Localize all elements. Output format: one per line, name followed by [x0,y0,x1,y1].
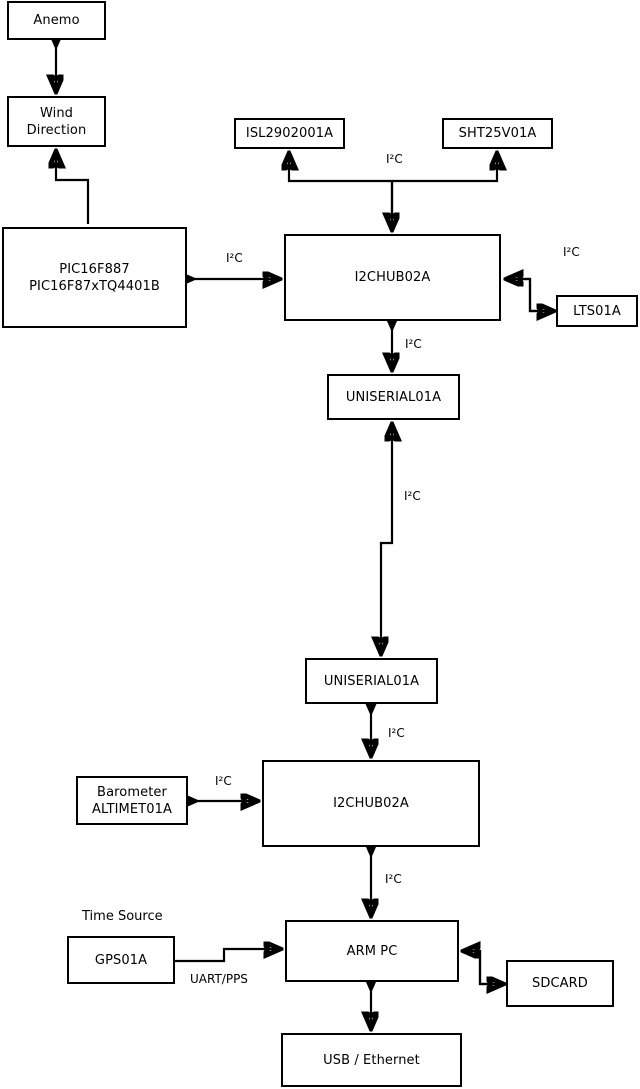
node-wind-direction-label: Wind Direction [26,105,87,138]
node-i2chub02a-bottom-label: I2CHUB02A [333,796,409,811]
edge-label-i2c-hub-uniserial: I²C [405,337,422,351]
node-barometer-label: Barometer ALTIMET01A [92,784,172,817]
node-lts01a[interactable]: LTS01A [556,295,638,327]
edge-label-uart-pps: UART/PPS [190,972,248,986]
node-usb-ethernet-label: USB / Ethernet [323,1052,420,1068]
edge-label-i2c-hub2-armpc: I²C [385,872,402,886]
edge-label-i2c-uniserial-hub2: I²C [388,726,405,740]
connector-pic-wind [56,152,90,224]
node-uniserial01a-bottom[interactable]: UNISERIAL01A [305,658,438,704]
node-i2chub02a-top-label: I2CHUB02A [354,270,431,285]
node-pic-mcu-label: PIC16F887 PIC16F87xTQ4401B [29,261,160,294]
node-uniserial01a-top-label: UNISERIAL01A [345,389,442,405]
node-uniserial01a-bottom-label: UNISERIAL01A [323,673,420,689]
connector-uniserial-link-up [379,425,392,545]
edge-label-i2c-pic-hub: I²C [226,251,243,265]
node-arm-pc-label: ARM PC [346,943,398,959]
node-i2chub02a-bottom[interactable]: I2CHUB02A [262,760,480,847]
node-uniserial01a-top[interactable]: UNISERIAL01A [327,374,460,420]
node-usb-ethernet[interactable]: USB / Ethernet [281,1033,462,1087]
node-sdcard-label: SDCARD [532,976,588,991]
connector-bus-sht [392,154,497,183]
node-gps01a[interactable]: GPS01A [67,936,175,984]
node-wind-direction[interactable]: Wind Direction [7,96,106,147]
connector-gps-armpc [175,949,280,963]
edge-label-i2c-uniserial-link: I²C [404,489,421,503]
node-arm-pc[interactable]: ARM PC [285,920,459,982]
node-pic-mcu[interactable]: PIC16F887 PIC16F87xTQ4401B [2,227,187,328]
node-i2chub02a-top[interactable]: I2CHUB02A [284,234,501,321]
connector-lts-hubtop [507,277,553,311]
node-isl2902001a[interactable]: ISL2902001A [234,118,345,149]
edge-label-i2c-hub-sensors: I²C [386,152,403,166]
node-sht25v01a-label: SHT25V01A [458,126,537,141]
label-time-source: Time Source [82,909,163,924]
node-anemo[interactable]: Anemo [7,1,106,40]
connector-sdcard-armpc [464,951,503,986]
connector-hubtop-sensors [289,154,394,229]
node-gps01a-label: GPS01A [94,952,148,968]
node-sdcard[interactable]: SDCARD [506,960,614,1007]
edge-label-i2c-hub-lts: I²C [563,245,580,259]
connector-armpc-sdcard [464,949,503,984]
connector-hubtop-lts [507,279,553,313]
edge-label-i2c-baro-hub2: I²C [215,774,232,788]
node-isl2902001a-label: ISL2902001A [245,126,334,141]
node-anemo-label: Anemo [33,13,80,28]
node-sht25v01a[interactable]: SHT25V01A [442,118,553,149]
node-lts01a-label: LTS01A [573,303,621,319]
node-barometer[interactable]: Barometer ALTIMET01A [76,776,188,825]
